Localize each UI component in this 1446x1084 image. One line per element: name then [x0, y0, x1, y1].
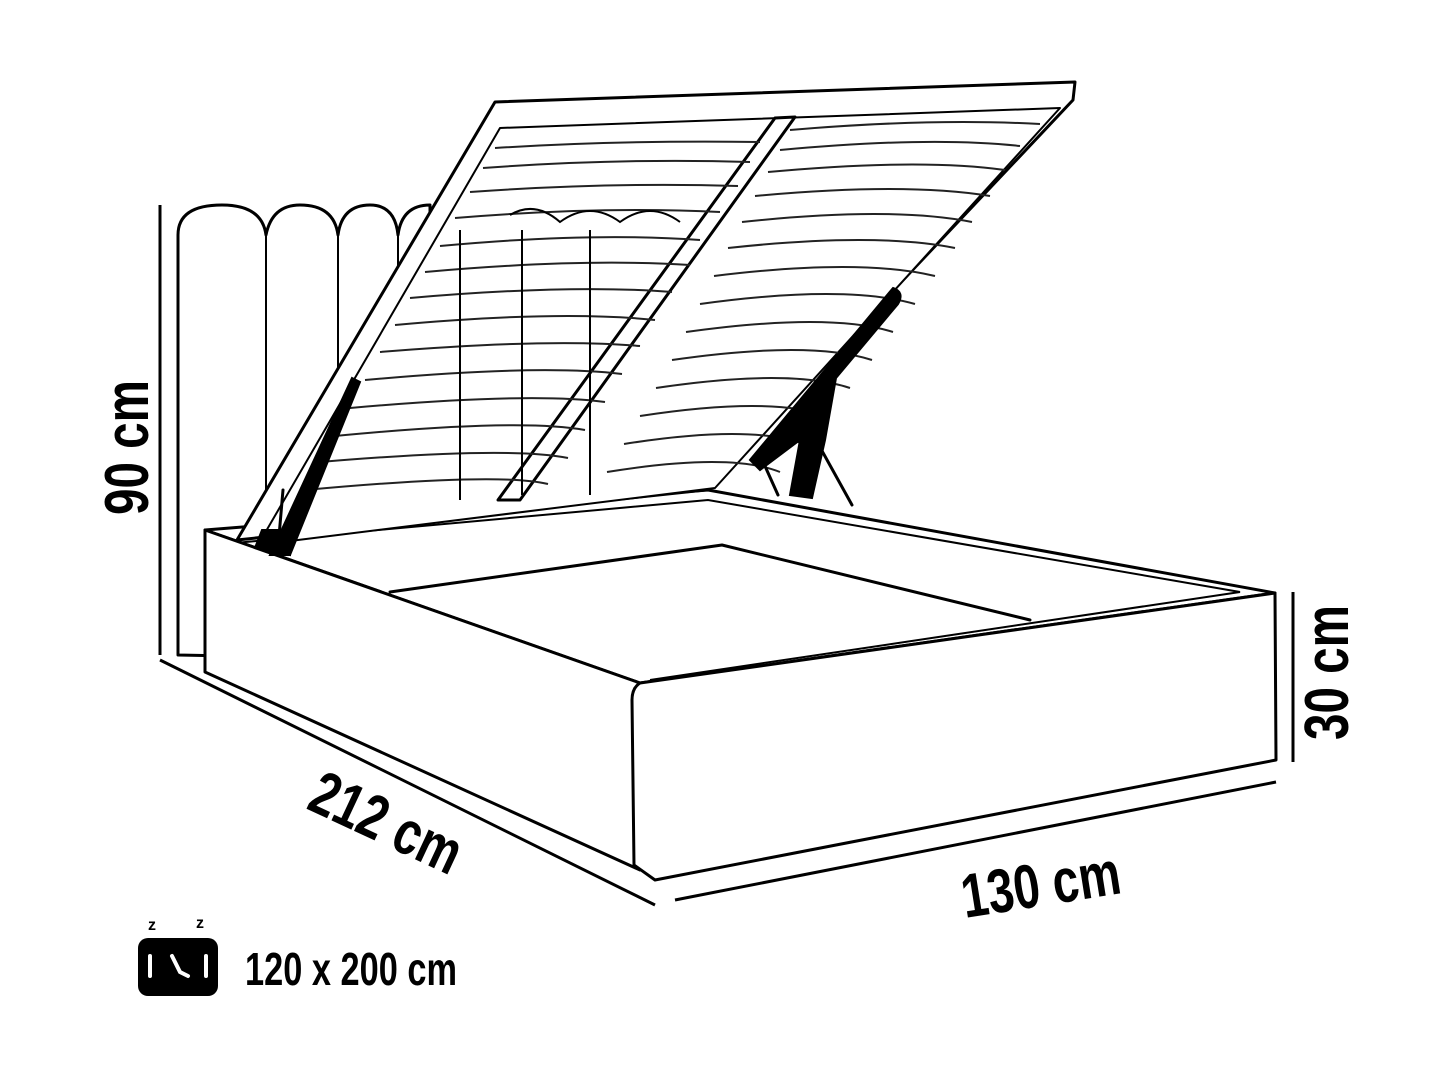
width-label: 130 cm: [956, 839, 1125, 932]
gas-lift-right: [748, 286, 902, 507]
mattress-size-label: 120 x 200 cm: [245, 943, 457, 995]
width-dimension-line: [674, 780, 1277, 902]
bed-frame: [203, 488, 1278, 882]
gas-lift-left: [253, 376, 362, 557]
svg-text:z: z: [148, 917, 156, 934]
mattress-size-legend: z z 120 x 200 cm: [138, 915, 457, 996]
slats-left: [304, 140, 761, 491]
sleeping-mattress-icon: z z: [138, 915, 218, 996]
height-label: 90 cm: [93, 380, 162, 515]
frame-height-label: 30 cm: [1293, 605, 1362, 740]
length-dimension-line: [159, 658, 656, 907]
dimension-lines: [158, 205, 1295, 907]
slats-right: [606, 121, 1041, 473]
lifted-slat-base: [235, 80, 1077, 546]
svg-text:z: z: [196, 915, 204, 932]
